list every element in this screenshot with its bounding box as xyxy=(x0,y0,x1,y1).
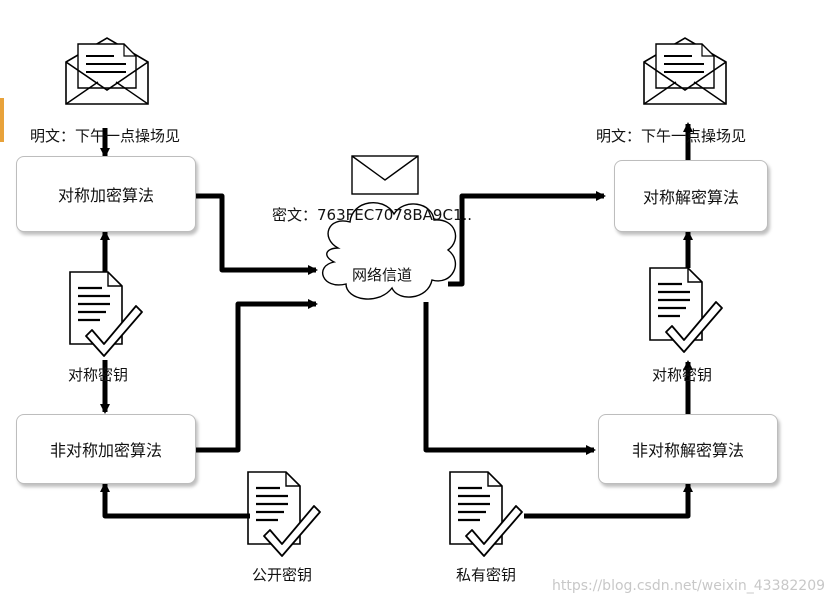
mail-icon xyxy=(351,155,419,195)
asym-encrypt-label: 非对称加密算法 xyxy=(49,441,162,460)
arrow-public-to-asym xyxy=(100,482,250,519)
sym-decrypt-box: 对称解密算法 xyxy=(614,160,768,232)
document-check-icon-private xyxy=(448,470,524,558)
arrow-asym-to-channel xyxy=(196,299,318,453)
document-check-icon-sym-left xyxy=(68,270,144,358)
arrow-encrypt-to-channel xyxy=(196,193,318,275)
channel-label: 网络信道 xyxy=(352,266,413,284)
sym-decrypt-label: 对称解密算法 xyxy=(642,188,739,207)
private-key-label: 私有密钥 xyxy=(456,566,517,584)
sym-key-left-label: 对称密钥 xyxy=(68,366,129,384)
document-check-icon-sym-right xyxy=(648,266,724,354)
ciphertext-label: 密文：763FEC7078BA9C1.. xyxy=(272,206,473,224)
cloud-icon xyxy=(322,201,457,300)
sym-key-right-label: 对称密钥 xyxy=(652,366,713,384)
plaintext-right: 明文：下午一点操场见 xyxy=(596,127,747,145)
asym-decrypt-label: 非对称解密算法 xyxy=(631,441,744,460)
asym-encrypt-box: 非对称加密算法 xyxy=(16,414,196,484)
document-check-icon-public xyxy=(246,470,322,558)
arrow-private-to-asym-decrypt xyxy=(524,482,693,519)
arrow-channel-to-asym-decrypt xyxy=(423,302,596,455)
asym-decrypt-box: 非对称解密算法 xyxy=(598,414,778,484)
watermark: https://blog.csdn.net/weixin_43382209 xyxy=(552,578,826,594)
sym-encrypt-box: 对称加密算法 xyxy=(16,156,196,232)
envelope-icon-left xyxy=(65,37,149,105)
arrow-channel-to-decrypt xyxy=(448,191,606,287)
public-key-label: 公开密钥 xyxy=(252,566,313,584)
envelope-icon-right xyxy=(643,37,727,105)
left-edge-marker xyxy=(0,98,4,142)
sym-encrypt-label: 对称加密算法 xyxy=(57,186,154,205)
plaintext-left: 明文：下午一点操场见 xyxy=(30,127,181,145)
